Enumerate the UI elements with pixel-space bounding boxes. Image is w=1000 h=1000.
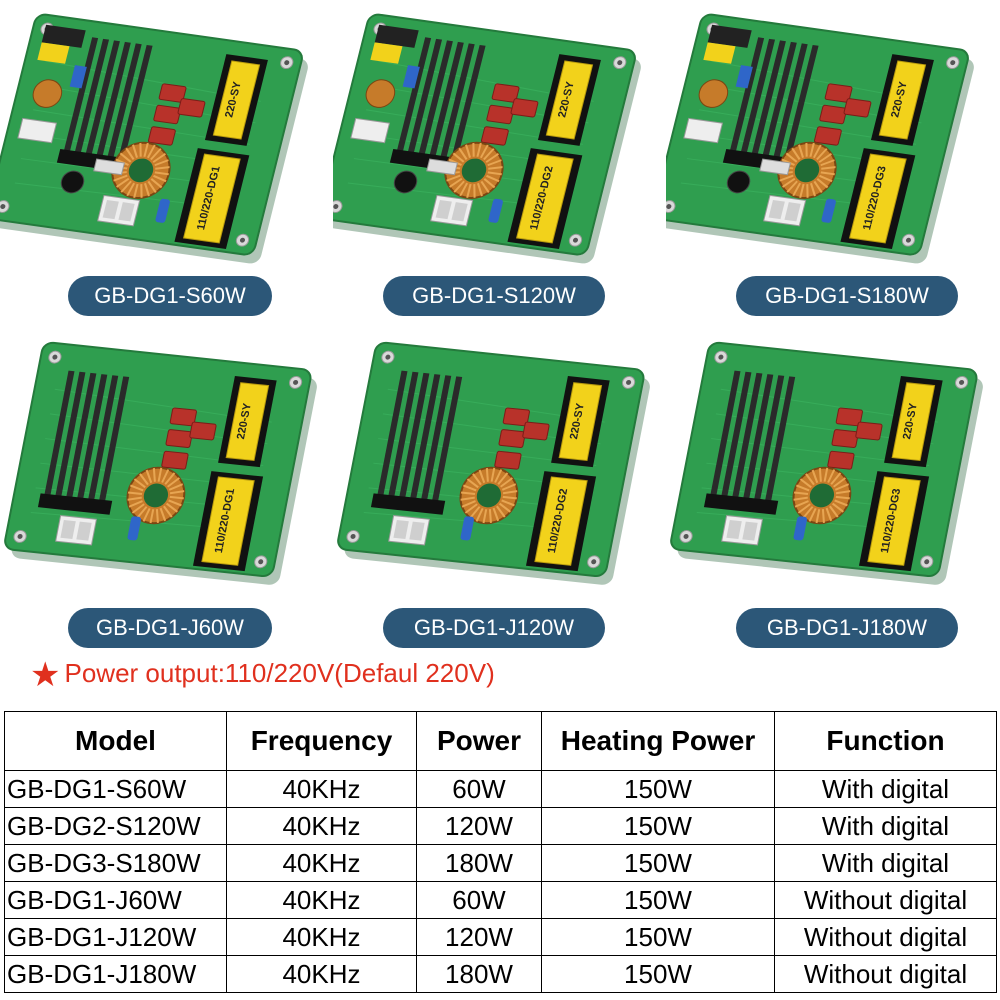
table-row: GB-DG1-J120W 40KHz 120W 150W Without dig… (4, 918, 997, 956)
power-cell: 60W (416, 770, 542, 808)
table-row: GB-DG1-J60W 40KHz 60W 150W Without digit… (4, 881, 997, 919)
model-label-pill: GB-DG1-S60W (68, 276, 272, 316)
column-header: Model (4, 711, 227, 771)
model-cell: GB-DG1-J180W (4, 955, 227, 993)
function-cell: With digital (774, 844, 997, 882)
table-row: GB-DG1-S60W 40KHz 60W 150W With digital (4, 770, 997, 808)
heating-power-cell: 150W (541, 844, 775, 882)
model-label-pill: GB-DG1-S120W (383, 276, 605, 316)
frequency-cell: 40KHz (226, 881, 417, 919)
column-header: Heating Power (541, 711, 775, 771)
power-output-note: ★Power output:110/220V(Defaul 220V) (30, 655, 495, 695)
power-cell: 180W (416, 844, 542, 882)
spec-table: Model Frequency Power Heating Power Func… (4, 711, 997, 993)
power-cell: 180W (416, 955, 542, 993)
frequency-cell: 40KHz (226, 955, 417, 993)
frequency-cell: 40KHz (226, 918, 417, 956)
function-cell: Without digital (774, 918, 997, 956)
column-header: Power (416, 711, 542, 771)
heating-power-cell: 150W (541, 770, 775, 808)
heating-power-cell: 150W (541, 955, 775, 993)
star-icon: ★ (30, 656, 61, 694)
power-cell: 60W (416, 881, 542, 919)
column-header: Frequency (226, 711, 417, 771)
function-cell: Without digital (774, 881, 997, 919)
model-label-pill: GB-DG1-J180W (736, 608, 958, 648)
model-label-pill: GB-DG1-J60W (68, 608, 272, 648)
power-output-text: Power output:110/220V(Defaul 220V) (64, 658, 495, 688)
power-cell: 120W (416, 918, 542, 956)
heating-power-cell: 150W (541, 918, 775, 956)
table-row: GB-DG3-S180W 40KHz 180W 150W With digita… (4, 844, 997, 882)
model-label-pill: GB-DG1-S180W (736, 276, 958, 316)
model-cell: GB-DG1-S60W (4, 770, 227, 808)
model-cell: GB-DG1-J120W (4, 918, 227, 956)
function-cell: With digital (774, 807, 997, 845)
frequency-cell: 40KHz (226, 770, 417, 808)
model-label-pill: GB-DG1-J120W (383, 608, 605, 648)
column-header: Function (774, 711, 997, 771)
model-cell: GB-DG3-S180W (4, 844, 227, 882)
function-cell: Without digital (774, 955, 997, 993)
table-row: GB-DG2-S120W 40KHz 120W 150W With digita… (4, 807, 997, 845)
table-header-row: Model Frequency Power Heating Power Func… (4, 711, 997, 771)
power-cell: 120W (416, 807, 542, 845)
model-cell: GB-DG1-J60W (4, 881, 227, 919)
table-row: GB-DG1-J180W 40KHz 180W 150W Without dig… (4, 955, 997, 993)
frequency-cell: 40KHz (226, 844, 417, 882)
frequency-cell: 40KHz (226, 807, 417, 845)
model-cell: GB-DG2-S120W (4, 807, 227, 845)
function-cell: With digital (774, 770, 997, 808)
heating-power-cell: 150W (541, 881, 775, 919)
heating-power-cell: 150W (541, 807, 775, 845)
